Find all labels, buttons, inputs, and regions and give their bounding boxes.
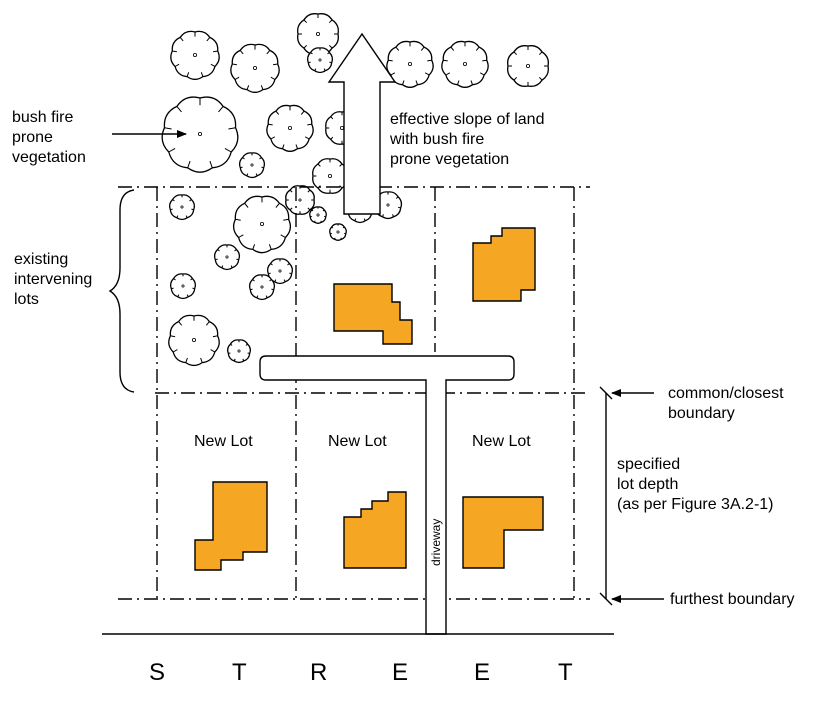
driveway (259, 355, 515, 635)
lot-depth-label-line2: lot depth (617, 476, 678, 493)
house-existing-1 (333, 283, 413, 345)
bush-fire-label-line3: vegetation (12, 149, 86, 166)
slope-label-line1: effective slope of land (390, 111, 544, 128)
existing-lots-label-line3: lots (14, 291, 39, 308)
tree-icon (306, 47, 334, 74)
lot-depth-label-line1: specified (617, 456, 680, 473)
tree-icon (230, 43, 280, 93)
tree-icon (329, 223, 347, 241)
slope-label-line3: prone vegetation (390, 151, 509, 168)
lot-depth-label-line3: (as per Figure 3A.2-1) (617, 496, 774, 513)
tree-icon (168, 194, 196, 221)
tree-icon (309, 206, 327, 224)
houses (194, 227, 544, 571)
tree-icon (213, 244, 241, 271)
new-lot-label-1: New Lot (194, 433, 253, 450)
bush-fire-label-line2: prone (12, 129, 53, 146)
tree-icon (169, 273, 197, 300)
street-label: S T R E E T (149, 659, 573, 686)
tree-icon (227, 339, 251, 364)
street-letter: T (558, 659, 573, 686)
tree-icon (168, 314, 220, 367)
common-boundary-label-line2: boundary (668, 405, 735, 422)
street-letter: T (232, 659, 247, 686)
street-letter: S (149, 659, 165, 686)
tree-icon (285, 185, 315, 215)
tree-icon (441, 40, 489, 88)
new-lot-label-3: New Lot (472, 433, 531, 450)
tree-icon (507, 45, 549, 87)
furthest-boundary-label: furthest boundary (670, 591, 795, 608)
existing-lots-label-line2: intervening (14, 271, 92, 288)
tree-icon (248, 274, 276, 301)
house-new-1 (194, 481, 268, 571)
vegetation-trees (161, 13, 549, 367)
tree-icon (266, 104, 314, 152)
slope-label-line2: with bush fire (389, 131, 484, 148)
existing-lots-brace (108, 189, 135, 393)
tree-icon (238, 152, 266, 179)
tree-icon (312, 158, 348, 194)
bush-fire-label-line1: bush fire (12, 109, 73, 126)
slope-arrow (327, 32, 397, 215)
new-lot-label-2: New Lot (328, 433, 387, 450)
tree-icon (232, 195, 292, 254)
tree-icon (161, 96, 239, 173)
house-new-3 (462, 496, 544, 569)
street-letter: E (392, 659, 408, 686)
driveway-label: driveway (429, 519, 443, 566)
street-letter: R (310, 659, 327, 686)
tree-icon (386, 40, 434, 88)
tree-icon (266, 258, 294, 285)
house-existing-2 (472, 227, 536, 302)
tree-icon (170, 30, 220, 80)
house-new-2 (343, 491, 407, 569)
lot-depth-dimension (599, 386, 613, 606)
street-letter: E (474, 659, 490, 686)
existing-lots-label-line1: existing (14, 251, 68, 268)
common-boundary-label-line1: common/closest (668, 385, 784, 402)
